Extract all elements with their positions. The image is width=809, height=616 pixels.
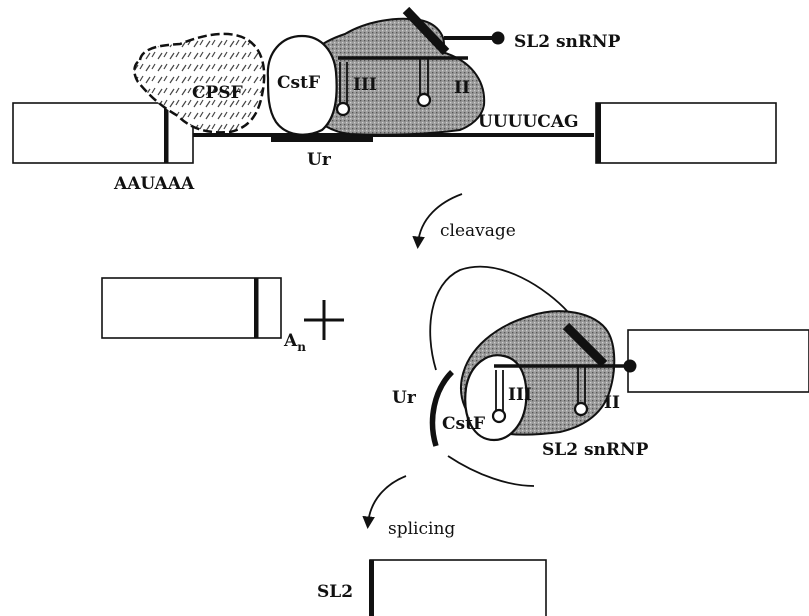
intercistronic-rna-tail	[448, 456, 534, 486]
downstream-exon-box-middle	[628, 330, 809, 392]
stem-ii-label-middle: II	[604, 393, 620, 413]
ur-strand-middle	[433, 372, 452, 446]
cstf-label-middle: CstF	[442, 414, 485, 434]
sl2-snrnp-label-middle: SL2 snRNP	[542, 440, 649, 460]
stem-loop-ii-loop	[418, 94, 430, 106]
sl2-snrnp-label-top: SL2 snRNP	[514, 32, 621, 52]
stem-loop-iii-loop	[337, 103, 349, 115]
middle-panel: An Ur CstF III II SL2 snRNP	[102, 267, 809, 486]
downstream-exon-box	[596, 103, 776, 163]
ur-label-middle: Ur	[392, 388, 417, 408]
ur-label-top: Ur	[307, 150, 332, 170]
plus-sign	[304, 300, 344, 340]
cpsf-label: CPSF	[192, 83, 243, 103]
splice-acceptor-mark	[596, 103, 601, 163]
sl2-label-bottom: SL2	[317, 582, 353, 602]
stem-iii-label-middle: III	[508, 385, 532, 405]
sl2-leader-mark	[369, 560, 374, 616]
cleavage-label: cleavage	[440, 221, 516, 241]
poly-a-label: An	[283, 331, 306, 354]
polya-signal-mark	[164, 103, 169, 163]
splicing-arrow	[368, 476, 406, 524]
stem-loop-ii-loop-middle	[575, 403, 587, 415]
sl2-5prime-cap-middle	[624, 360, 637, 373]
acceptor-sequence-label: UUUUCAG	[478, 112, 579, 132]
sl2-5prime-cap-top	[492, 32, 505, 45]
top-panel: CPSF CstF III II SL2 snRNP UUUUCAG Ur AA…	[13, 10, 776, 194]
stem-loop-iii-loop-middle	[493, 410, 505, 422]
cstf-label-top: CstF	[277, 73, 320, 93]
trans-spliced-mrna-box	[370, 560, 546, 616]
polya-site-mark	[254, 278, 259, 338]
polya-signal-label: AAUAAA	[113, 174, 195, 194]
stem-ii-label-top: II	[454, 78, 470, 98]
stem-iii-label-top: III	[353, 75, 377, 95]
splicing-label: splicing	[388, 519, 455, 539]
cleavage-step: cleavage	[418, 194, 516, 244]
bottom-panel: SL2	[317, 560, 546, 616]
splicing-step: splicing	[368, 476, 455, 539]
